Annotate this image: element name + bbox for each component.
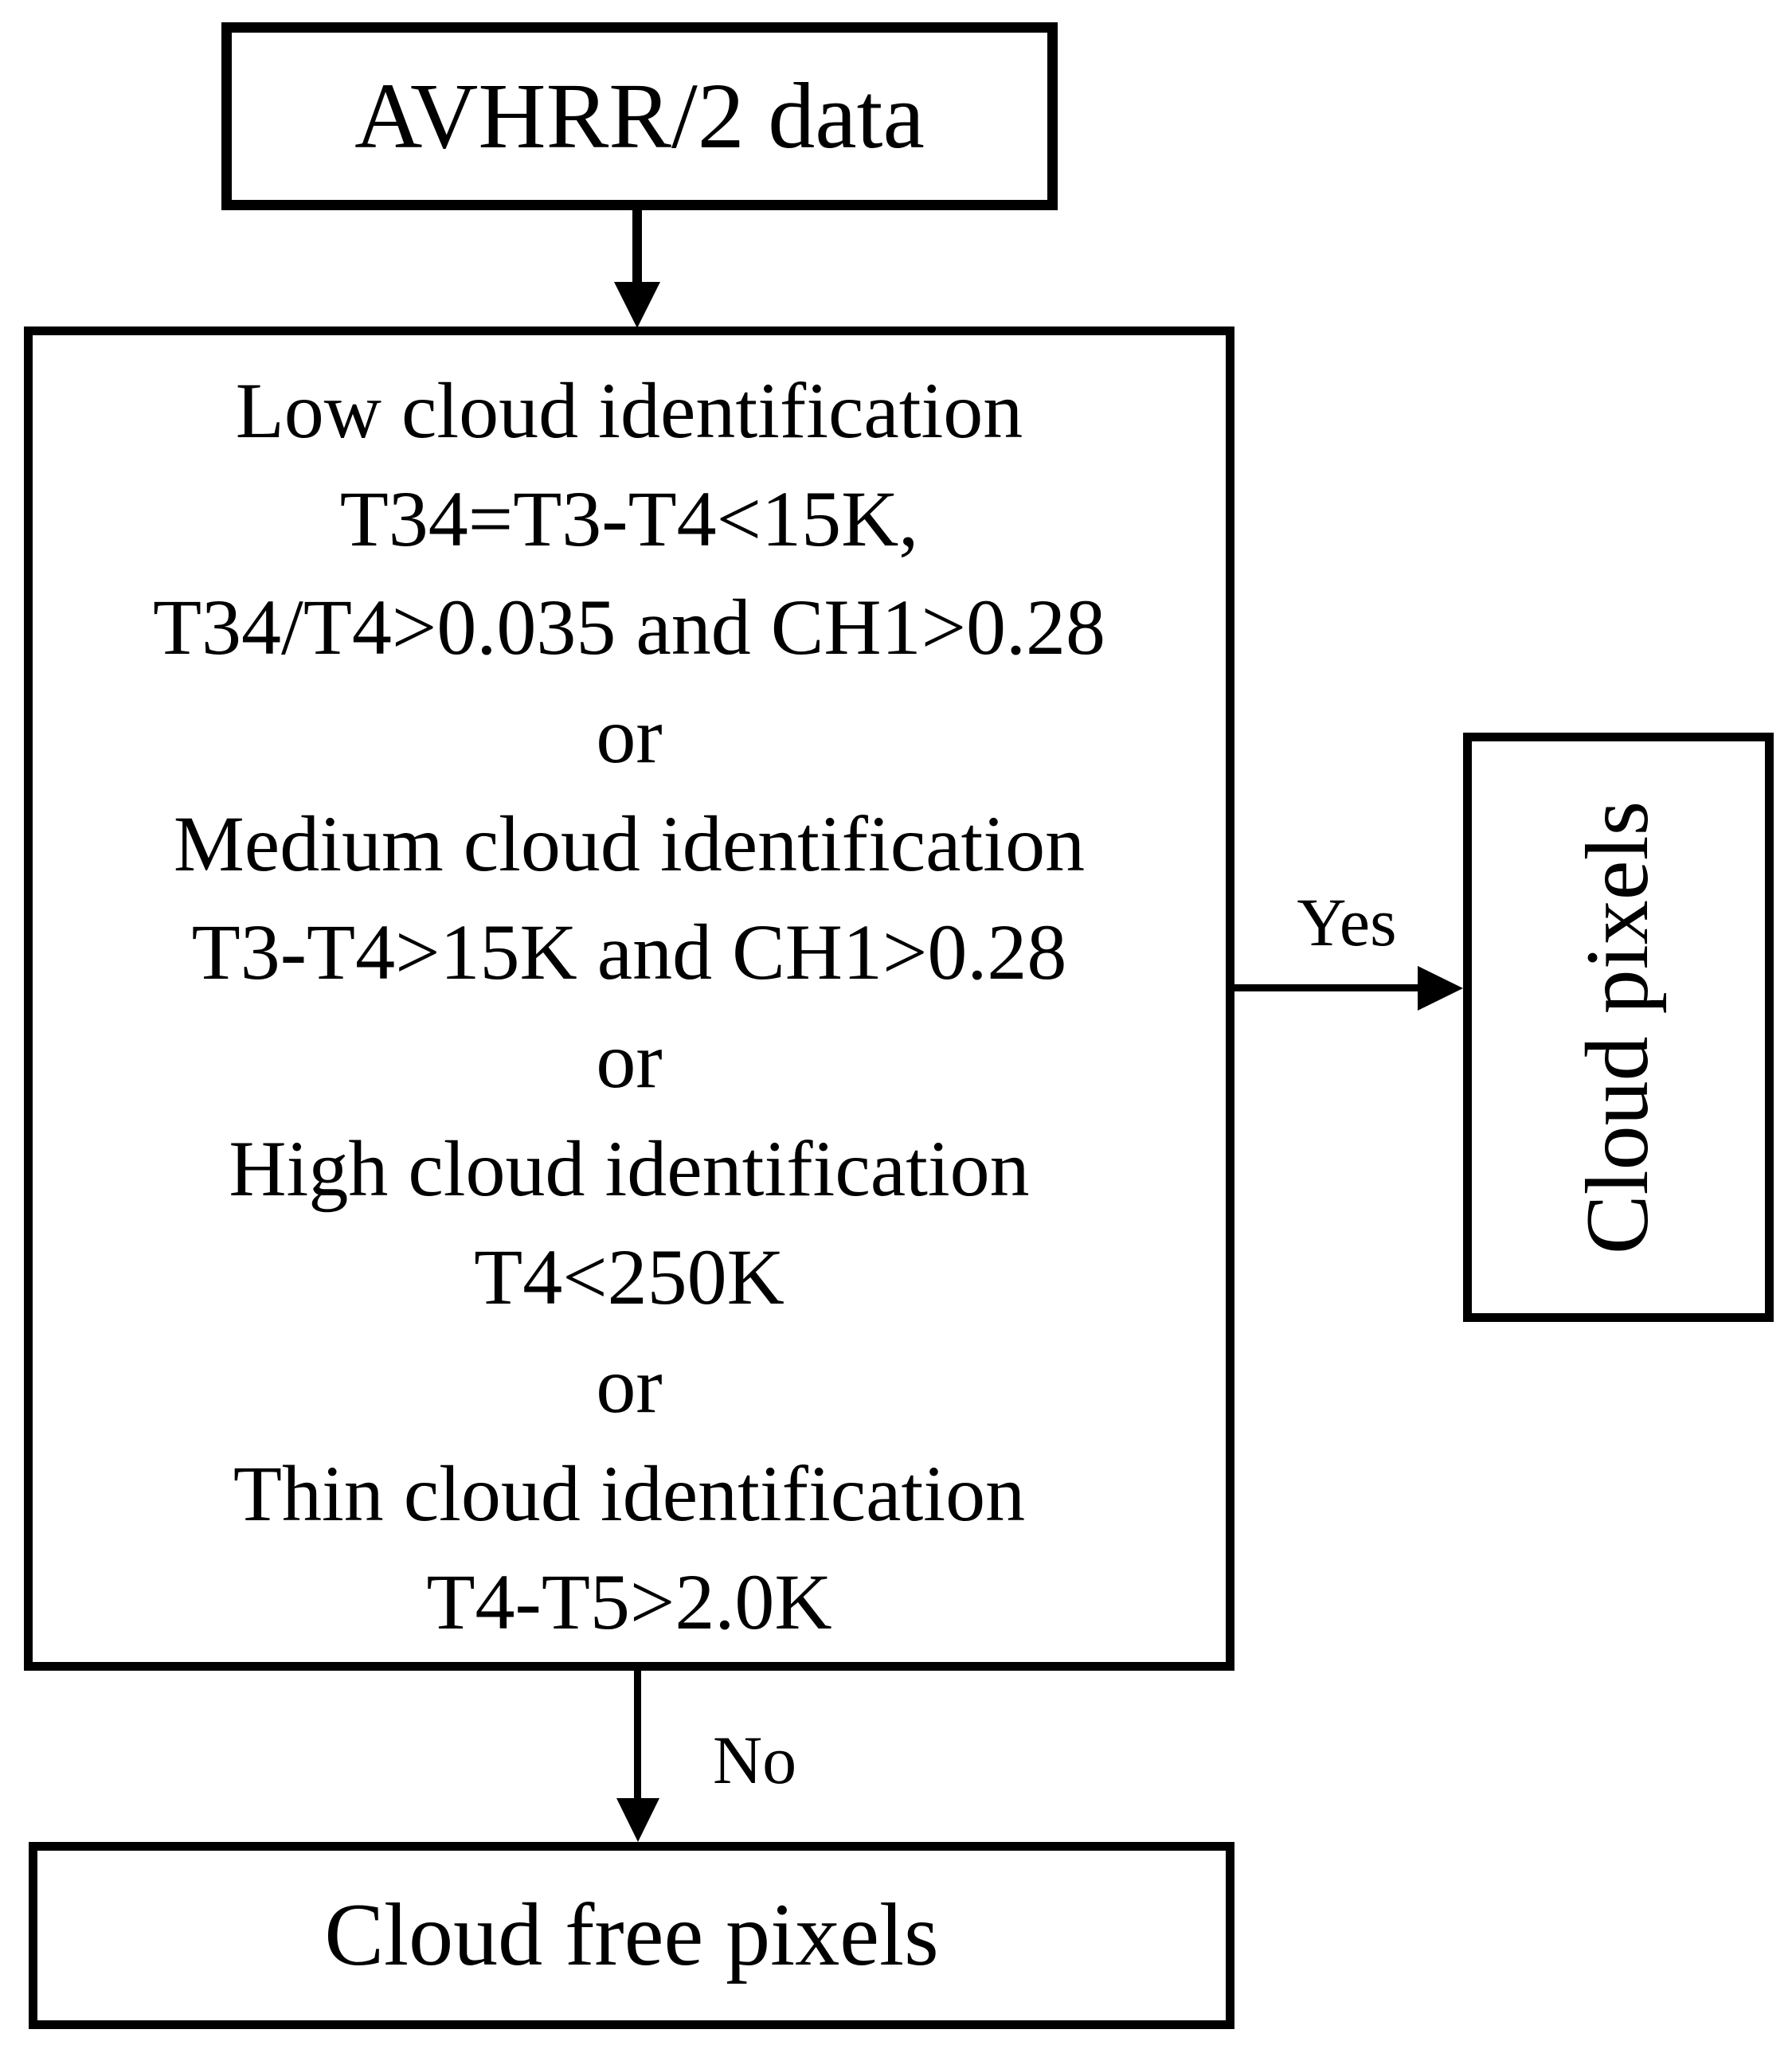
decision-line: T34=T3-T4<15K,	[339, 475, 919, 563]
cloud-free-pixels-label: Cloud free pixels	[324, 1886, 939, 1984]
cloud-free-pixels-box: Cloud free pixels	[29, 1842, 1234, 2029]
arrow-down-icon	[616, 1798, 659, 1842]
decision-line: Low cloud identification	[235, 366, 1023, 455]
decision-line: Medium cloud identification	[173, 800, 1086, 888]
arrow-down-icon	[614, 282, 660, 328]
cloud-pixels-box: Cloud pixels	[1463, 733, 1774, 1322]
avhrr-data-box: AVHRR/2 data	[221, 22, 1058, 210]
arrow-right-icon	[1418, 966, 1463, 1011]
decision-to-cloud-arrow-stem	[1231, 984, 1422, 991]
decision-line: or	[596, 691, 663, 780]
cloud-identification-box: Low cloud identification T34=T3-T4<15K, …	[24, 326, 1234, 1671]
source-to-decision-arrow-stem	[632, 209, 642, 287]
decision-line: or	[596, 1016, 663, 1105]
yes-label: Yes	[1297, 884, 1397, 960]
avhrr-data-label: AVHRR/2 data	[354, 64, 925, 168]
decision-line: T4-T5>2.0K	[426, 1558, 832, 1646]
decision-line: High cloud identification	[229, 1124, 1030, 1213]
no-label: No	[713, 1722, 797, 1798]
decision-to-cloudfree-arrow-stem	[634, 1671, 641, 1800]
decision-line: Thin cloud identification	[233, 1449, 1026, 1538]
decision-line: or	[596, 1341, 663, 1429]
decision-line: T3-T4>15K and CH1>0.28	[191, 908, 1067, 996]
decision-line: T34/T4>0.035 and CH1>0.28	[152, 583, 1106, 671]
decision-line: T4<250K	[474, 1233, 784, 1321]
cloud-pixels-label: Cloud pixels	[1568, 800, 1668, 1254]
